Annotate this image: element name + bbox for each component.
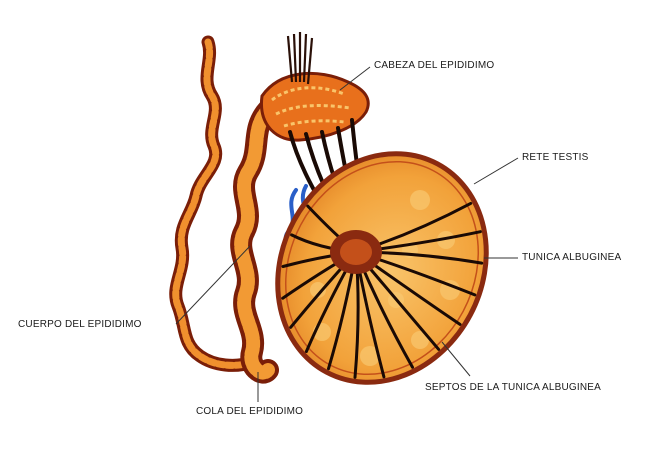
rete-testis-core [340,239,372,265]
leader-septos [442,342,470,376]
label-septos-de-la-tunica-albuginea: SEPTOS DE LA TUNICA ALBUGINEA [425,382,601,393]
label-cuerpo-del-epididimo: CUERPO DEL EPIDIDIMO [18,319,142,330]
label-cola-del-epididimo: COLA DEL EPIDIDIMO [196,406,303,417]
cord-strands [288,32,312,84]
label-tunica-albuginea: TUNICA ALBUGINEA [522,252,621,263]
label-rete-testis: RETE TESTIS [522,152,588,163]
leader-rete [474,158,518,184]
label-cabeza-del-epididimo: CABEZA DEL EPIDIDIMO [374,60,494,71]
